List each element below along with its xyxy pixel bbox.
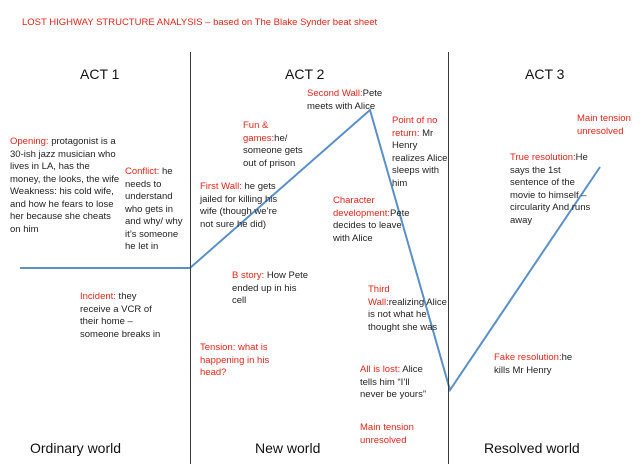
- act-divider-1: [190, 52, 191, 464]
- beat-label: Point of no return:: [392, 115, 438, 139]
- beat-text: How Pete ended up in his cell: [232, 270, 309, 306]
- beat-label: Incident:: [80, 291, 116, 302]
- beat-label: Main tension unresolved: [577, 113, 631, 137]
- beat-text: Pete meets with Alice: [307, 88, 383, 112]
- act-divider-2: [448, 52, 449, 464]
- resolved-world-label: Resolved world: [484, 440, 580, 456]
- beat-all-is-lost: All is lost: Alice tells him “I’ll never…: [360, 364, 436, 402]
- beat-label: Fun & games:: [243, 120, 275, 144]
- beat-label: Conflict:: [125, 166, 160, 177]
- beat-text: they receive a VCR of their home – someo…: [80, 291, 161, 340]
- beat-label: Second Wall:: [307, 88, 363, 99]
- beat-text: Alice tells him “I’ll never be yours”: [360, 364, 427, 400]
- beat-label: Third Wall:: [368, 284, 390, 308]
- beat-main-tension-top: Main tension unresolved: [577, 113, 633, 138]
- beat-label: Tension: what is happening in his head?: [200, 342, 270, 378]
- act-1-heading: ACT 1: [80, 66, 120, 82]
- beat-label: True resolution:: [510, 152, 576, 163]
- beat-opening: Opening: protagonist is a 30-ish jazz mu…: [10, 136, 122, 236]
- new-world-label: New world: [255, 440, 321, 456]
- beat-label: B story:: [232, 270, 265, 281]
- beat-main-tension-bottom: Main tension unresolved: [360, 422, 430, 447]
- act-2-heading: ACT 2: [285, 66, 325, 82]
- beat-text: Pete decides to leave with Alice: [333, 207, 410, 244]
- beat-conflict: Conflict: he needs to understand who get…: [125, 166, 185, 254]
- act-3-heading: ACT 3: [525, 66, 565, 82]
- beat-label: Fake resolution:: [494, 352, 562, 363]
- beat-fun-games: Fun & games:he/ someone gets out of pris…: [243, 120, 315, 170]
- beat-true-resolution: True resolution:He says the 1st sentence…: [510, 152, 594, 227]
- beat-third-wall: Third Wall:realizing Alice is not what h…: [368, 284, 448, 334]
- beat-fake-resolution: Fake resolution:he kills Mr Henry: [494, 352, 584, 377]
- beat-text: protagonist is a 30-ish jazz musician wh…: [10, 136, 120, 235]
- beat-label: Opening:: [10, 136, 49, 147]
- beat-b-story: B story: How Pete ended up in his cell: [232, 270, 310, 308]
- page-title: LOST HIGHWAY STRUCTURE ANALYSIS – based …: [22, 17, 378, 28]
- beat-label: All is lost:: [360, 364, 401, 375]
- beat-text: he gets jailed for killing his wife (tho…: [200, 181, 278, 230]
- beat-first-wall: First Wall: he gets jailed for killing h…: [200, 181, 282, 231]
- tension-arc-line: [20, 108, 601, 393]
- beat-label: Character development:: [333, 195, 391, 219]
- beat-character-development: Character development:Pete decides to le…: [333, 195, 415, 245]
- beat-text: he kills Mr Henry: [494, 352, 573, 376]
- beat-text: he/ someone gets out of prison: [243, 132, 303, 169]
- beat-text: Mr Henry realizes Alice sleeps with him: [392, 127, 448, 189]
- beat-second-wall: Second Wall:Pete meets with Alice: [307, 88, 387, 113]
- ordinary-world-label: Ordinary world: [30, 440, 122, 456]
- beat-point-of-no-return: Point of no return: Mr Henry realizes Al…: [392, 115, 452, 190]
- beat-incident: Incident: they receive a VCR of their ho…: [80, 291, 162, 341]
- beat-label: First Wall:: [200, 181, 242, 192]
- beat-tension: Tension: what is happening in his head?: [200, 342, 280, 380]
- beat-text: realizing Alice is not what he thought s…: [368, 296, 447, 333]
- beat-text: he needs to understand who gets in and w…: [125, 166, 183, 252]
- beat-label: Main tension unresolved: [360, 422, 414, 446]
- beat-text: He says the 1st sentence of the movie to…: [510, 152, 591, 226]
